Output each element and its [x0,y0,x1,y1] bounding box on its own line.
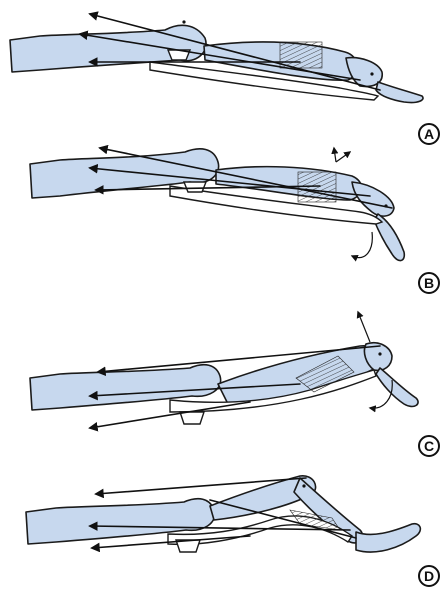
joint-dot-c [378,352,381,355]
panel-d-badge: D [419,566,439,586]
joint-dot-a [370,72,373,75]
panel-b-badge: B [419,273,439,293]
panel-b [30,148,404,261]
panel-d-label: D [424,568,434,584]
volar-plate-b [184,182,206,192]
motion-arrow-up-b2 [336,152,350,162]
joint-dot-a2 [182,20,185,23]
panel-c-label: C [424,438,434,454]
panel-c [30,312,418,428]
distal-phalanx-a [376,82,423,103]
panel-a-label: A [424,126,434,142]
motion-arrow-up-c [358,312,370,342]
distal-phalanx-c [376,368,418,406]
joint-dot-d [302,484,305,487]
volar-plate-c [180,412,204,424]
joint-dot-b [384,204,387,207]
rotation-arrow-b [352,232,372,258]
panel-d [26,476,420,552]
panel-a-badge: A [419,124,439,144]
panel-a [10,14,423,103]
motion-arrow-up-b [334,148,336,162]
middle-phalanx-b [352,182,394,216]
hatched-region-a [280,42,322,68]
distal-phalanx-d [356,524,420,552]
panel-c-badge: C [419,436,439,456]
middle-phalanx-d [294,478,362,543]
panel-b-label: B [424,275,434,291]
